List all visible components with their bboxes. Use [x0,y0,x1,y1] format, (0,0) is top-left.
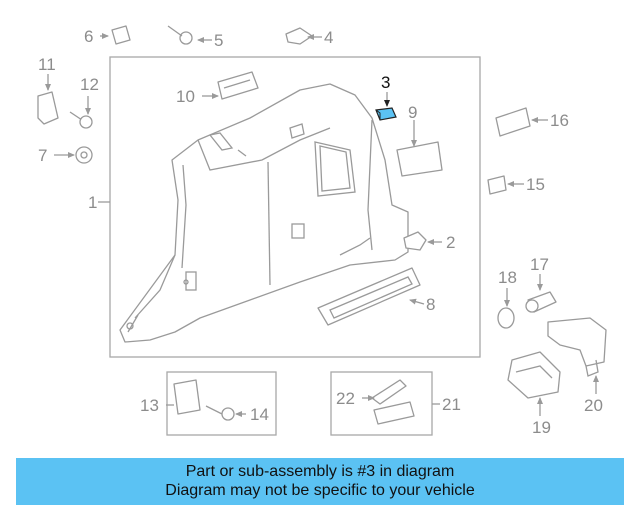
main-assembly-box [109,56,481,358]
callout-15: 15 [526,175,545,194]
part-9-lens [396,141,443,177]
callout-19: 19 [532,418,551,437]
part-20-bracket [547,317,607,377]
callout-6: 6 [84,27,93,46]
part-21-cover [373,401,415,425]
part-13-box [166,371,277,436]
part-19-housing [507,351,561,399]
part-10-bracket [217,71,259,100]
callout-5: 5 [214,31,223,50]
callout-8: 8 [426,295,435,314]
callout-10: 10 [176,87,195,106]
banner-line-2: Diagram may not be specific to your vehi… [165,482,475,499]
part-11-bracket [37,91,59,125]
part-2-clip [403,231,427,251]
callout-2: 2 [446,233,455,252]
part-13-cover [173,379,201,415]
callout-22: 22 [336,389,355,408]
part-4-clip [285,27,313,45]
part-14-screw [205,405,235,421]
callout-17: 17 [530,255,549,274]
part-12-screw [69,111,93,129]
part-18-grommet [497,307,515,329]
callout-18: 18 [498,268,517,287]
callout-16: 16 [550,111,569,130]
quarter-trim-panel [119,83,409,343]
part-8-sill-plate [317,267,421,326]
callout-4: 4 [324,28,333,47]
callout-20: 20 [584,396,603,415]
callout-21: 21 [442,395,461,414]
callout-3: 3 [381,73,390,92]
part-22-clip [371,379,407,405]
callout-9: 9 [408,103,417,122]
part-5-bolt [167,25,193,45]
callout-1: 1 [88,193,97,212]
part-15-pad [487,175,507,195]
banner-line-1: Part or sub-assembly is #3 in diagram [185,463,455,480]
info-banner: Part or sub-assembly is #3 in diagram Di… [16,458,624,505]
part-7-grommet [75,146,93,164]
callout-11: 11 [38,55,56,74]
part-16-cover [495,107,531,137]
callout-12: 12 [80,75,99,94]
part-17-fastener [525,291,557,313]
callout-7: 7 [38,146,47,165]
part-3-clip [375,107,397,121]
callout-14: 14 [250,405,269,424]
callout-13: 13 [140,396,159,415]
part-6-clip [111,25,131,45]
